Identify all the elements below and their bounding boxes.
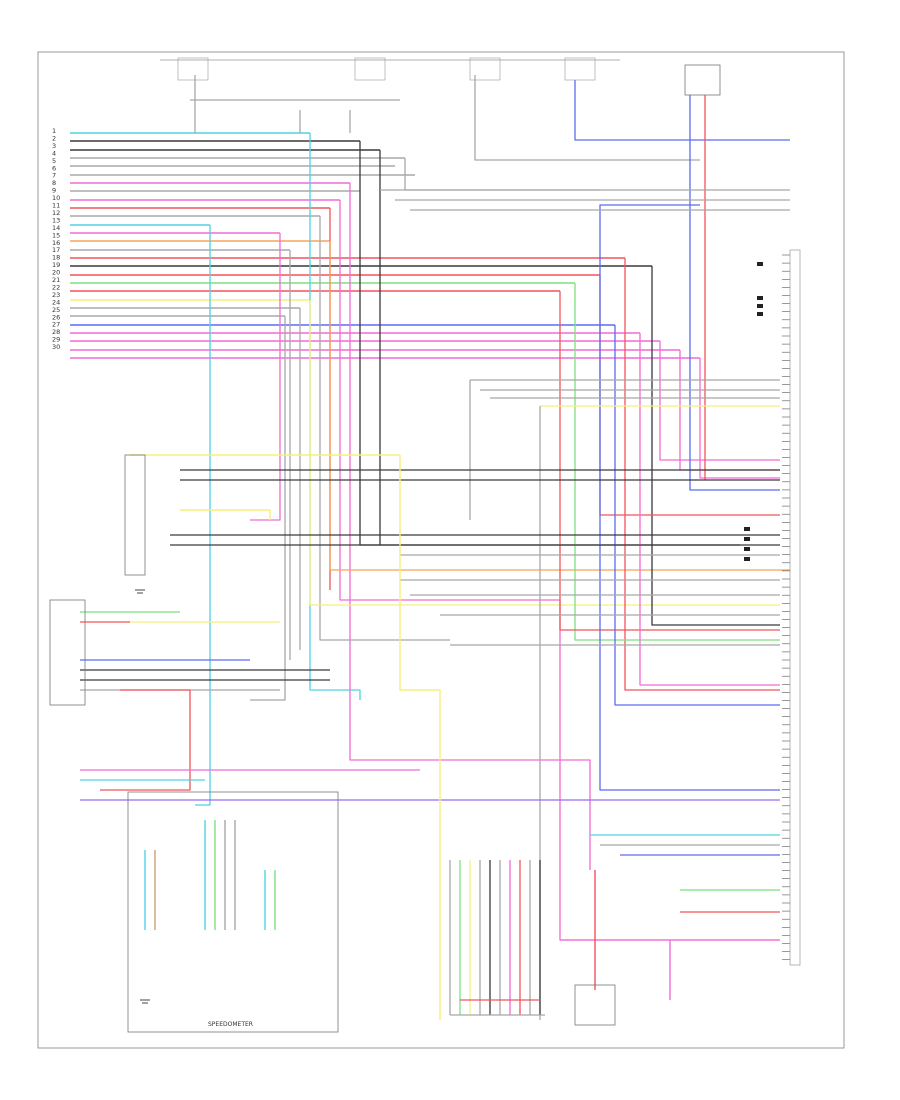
- left-pin-number: 29: [52, 336, 60, 344]
- connector-marker: [757, 304, 763, 308]
- harness-branch-wire: [349, 183, 591, 870]
- left-pin-number: 3: [52, 142, 56, 150]
- left-pin-number: 7: [52, 172, 56, 180]
- left-pin-number: 28: [52, 328, 60, 336]
- harness-branch-wire: [309, 300, 780, 606]
- label-layer: 1234567891011121314151617181920212223242…: [52, 127, 60, 351]
- left-pin-number: 15: [52, 231, 60, 239]
- left-pin-number: 12: [52, 209, 60, 217]
- diagram-frame: [37, 51, 845, 1049]
- feeder-wire: [599, 204, 780, 791]
- left-pin-number: 18: [52, 254, 60, 262]
- yellow-wire: [180, 509, 271, 520]
- left-pin-number: 2: [52, 134, 56, 142]
- connector-marker: [757, 262, 763, 266]
- connector-marker: [757, 296, 763, 300]
- feeder-wire: [689, 95, 780, 491]
- component-layer: [49, 57, 801, 1033]
- left-pin-number: 11: [52, 202, 60, 210]
- left-pin-number: 16: [52, 239, 60, 247]
- left-pin-number: 30: [52, 343, 60, 351]
- harness-branch-wire: [359, 141, 740, 546]
- harness-branch-wire: [195, 225, 211, 806]
- feeder-wire: [474, 75, 700, 161]
- connector-marker: [744, 547, 750, 551]
- left-pin-number: 21: [52, 276, 60, 284]
- wire-layer: [70, 75, 790, 1020]
- left-pin-number: 25: [52, 306, 60, 314]
- connector-marker: [744, 527, 750, 531]
- harness-branch-wire: [404, 158, 600, 191]
- feeder-wire: [574, 80, 790, 141]
- connector-marker: [744, 557, 750, 561]
- left-pin-number: 17: [52, 246, 60, 254]
- left-pin-number: 10: [52, 194, 60, 202]
- connector-marker: [757, 312, 763, 316]
- fuse-box: [354, 57, 386, 81]
- fuse-box: [469, 57, 501, 81]
- harness-branch-wire: [309, 133, 361, 700]
- harness-branch-wire: [624, 258, 780, 691]
- signal-wire: [100, 689, 191, 791]
- fuse-box: [177, 57, 209, 81]
- left-pin-number: 1: [52, 127, 56, 135]
- left-pin-number: 24: [52, 298, 60, 306]
- harness-branch-wire: [659, 341, 780, 461]
- left-pin-number: 19: [52, 261, 60, 269]
- left-pin-number: 26: [52, 313, 60, 321]
- harness-branch-wire: [614, 325, 780, 706]
- harness-branch-wire: [250, 233, 281, 521]
- left-pin-number: 4: [52, 149, 56, 157]
- harness-branch-wire: [639, 333, 780, 686]
- fuse-box: [564, 57, 596, 81]
- sensor-box: [574, 984, 616, 1026]
- harness-branch-wire: [574, 283, 780, 641]
- switch-box: [124, 454, 146, 576]
- harness-branch-wire: [651, 266, 780, 626]
- left-pin-number: 6: [52, 164, 56, 172]
- harness-branch-wire: [679, 350, 780, 471]
- connector-marker: [744, 537, 750, 541]
- left-pin-number: 27: [52, 321, 60, 329]
- relay-box: [684, 64, 721, 96]
- left-pin-number: 20: [52, 269, 60, 277]
- speedometer-box: [127, 791, 339, 1033]
- left-pin-number: 22: [52, 283, 60, 291]
- harness-branch-wire: [559, 291, 780, 631]
- right-connector: [789, 249, 801, 966]
- speedometer-label: SPEEDOMETER: [208, 1021, 253, 1028]
- harness-branch-wire: [250, 316, 286, 701]
- left-connector-box: [49, 599, 86, 706]
- harness-branch-wire: [319, 216, 450, 641]
- left-pin-number: 23: [52, 291, 60, 299]
- left-pin-number: 9: [52, 187, 56, 195]
- left-pin-number: 13: [52, 216, 60, 224]
- harness-branch-wire: [329, 241, 790, 571]
- left-pin-number: 14: [52, 224, 60, 232]
- left-pin-number: 8: [52, 179, 56, 187]
- yellow-wire: [399, 455, 441, 1020]
- left-pin-number: 5: [52, 157, 56, 165]
